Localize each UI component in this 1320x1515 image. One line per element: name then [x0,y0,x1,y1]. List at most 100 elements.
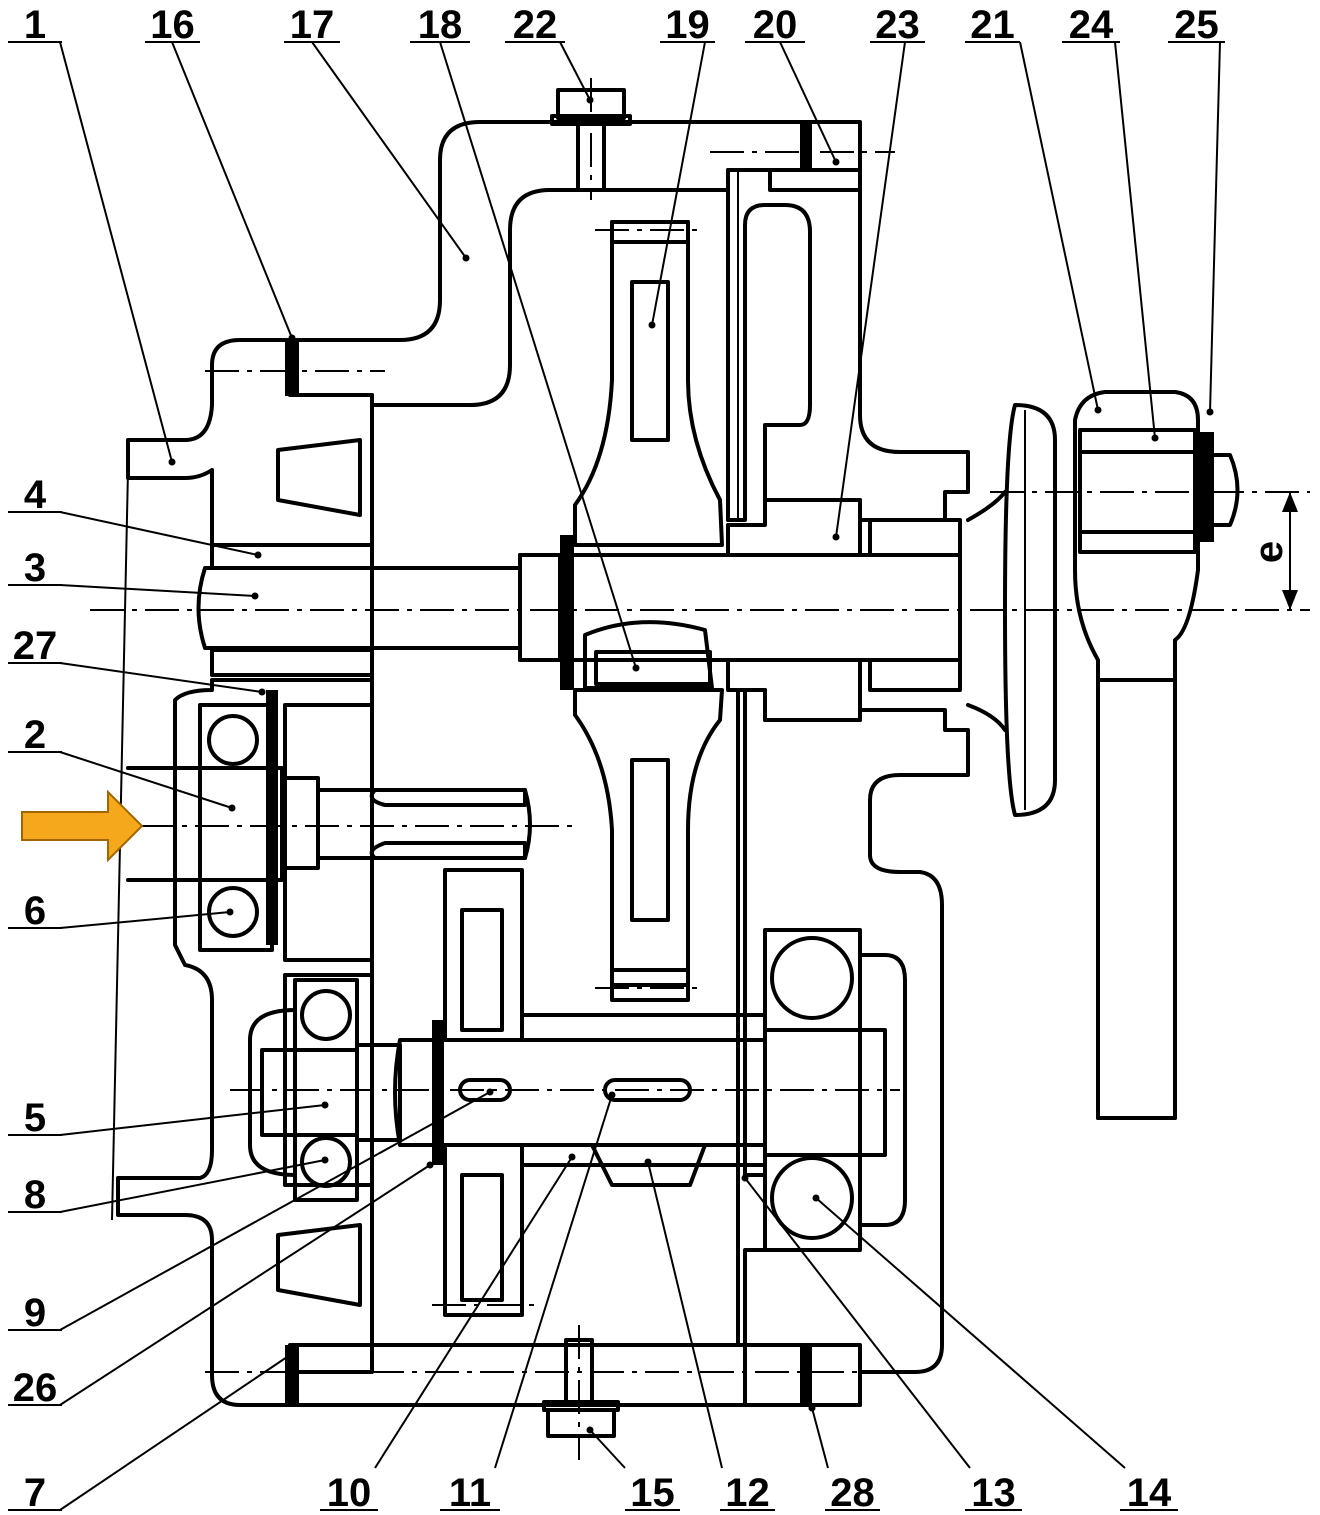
top-bolt [550,78,632,200]
dimension-e-label: e [1247,541,1291,563]
callout-2: 2 [8,713,236,812]
callout-dot [288,334,296,342]
housing-bottom [285,1343,862,1407]
callout-label: 17 [290,3,335,47]
callout-label: 10 [327,1471,372,1515]
callout-dot [286,1351,294,1359]
callout-label: 26 [13,1366,58,1410]
callout-label: 13 [971,1471,1016,1515]
callout-label: 18 [418,3,463,47]
callout-dot [321,1156,329,1164]
callout-24: 24 [1062,3,1159,442]
callout-dot [226,908,234,916]
callout-dot [1206,408,1214,416]
callout-label: 2 [24,713,46,757]
gaskets [285,122,812,396]
callout-leader [59,1091,491,1331]
callout-20: 20 [745,3,840,166]
callout-leader [815,1197,1126,1469]
connecting-rod [1073,390,1240,1120]
callout-label: 12 [725,1471,770,1515]
callout-1: 1 [8,3,176,466]
callout-27: 27 [8,624,266,696]
callout-13: 13 [741,1174,1022,1515]
eccentricity-dimension: e [1247,492,1298,610]
callout-leader [559,41,591,101]
callout-22: 22 [505,3,594,104]
callout-dot [812,1194,820,1202]
callout-3: 3 [8,546,259,600]
callout-leader [835,41,906,538]
large-gear [573,220,724,1002]
callout-leader [1114,41,1156,439]
callout-label: 21 [970,3,1015,47]
callout-leader [59,1104,326,1136]
callout-7: 7 [8,1351,294,1515]
callout-dot [1151,434,1159,442]
callout-label: 6 [24,889,46,933]
callout-dot [251,592,259,600]
callout-leader [59,751,233,809]
callout-leader [779,41,837,163]
callout-leader [744,1177,971,1469]
callout-leader [59,1159,326,1213]
callout-dot [586,96,594,104]
callout-dot [168,458,176,466]
callout-leader [171,41,293,339]
callout-label: 23 [875,3,920,47]
callout-dot [808,1404,816,1412]
callout-21: 21 [965,3,1102,414]
callout-dot [568,1153,576,1161]
input-shaft [126,690,532,952]
callout-dot [462,254,470,262]
callout-10: 10 [320,1153,576,1515]
callout-11: 11 [440,1091,616,1515]
input-arrow [21,789,144,863]
callout-label: 28 [830,1471,875,1515]
housing-left-cover [116,338,374,1407]
callout-label: 14 [1127,1471,1172,1515]
callout-6: 6 [8,889,234,933]
callout-label: 16 [150,3,195,47]
callout-dot [486,1088,494,1096]
callout-label: 20 [753,3,798,47]
callout-label: 11 [449,1471,491,1515]
callout-leader [1019,41,1099,411]
callout-leader [59,511,259,556]
callout-16: 16 [145,3,296,342]
callout-leader [494,1094,613,1469]
callout-label: 15 [630,1471,675,1515]
callout-dot [321,1101,329,1109]
callout-dot [741,1174,749,1182]
callout-dot [632,664,640,672]
main-shaft [196,535,962,690]
callout-label: 1 [24,3,46,47]
callout-dot [426,1161,434,1169]
callout-leader [311,41,467,259]
callout-dot [832,533,840,541]
housing-right [726,168,970,1407]
callout-dot [644,1158,652,1166]
callout-label: 7 [24,1471,46,1515]
callout-label: 8 [24,1173,46,1217]
callout-26: 26 [8,1161,434,1410]
callout-dot [648,321,656,329]
callout-label: 19 [665,3,710,47]
callout-leader [589,1429,626,1469]
callout-leader [59,1354,291,1511]
callout-19: 19 [648,3,715,329]
callout-12: 12 [644,1158,775,1515]
callout-dot [1094,406,1102,414]
callout-leader [59,584,256,597]
callout-28: 28 [808,1404,880,1515]
callout-dot [832,158,840,166]
callout-label: 22 [513,3,558,47]
eccentric-disc [966,403,1057,817]
callout-17: 17 [284,3,470,262]
callout-label: 25 [1174,3,1219,47]
callout-23: 23 [832,3,925,541]
housing-upper-body [288,120,862,407]
callout-label: 24 [1069,3,1114,47]
